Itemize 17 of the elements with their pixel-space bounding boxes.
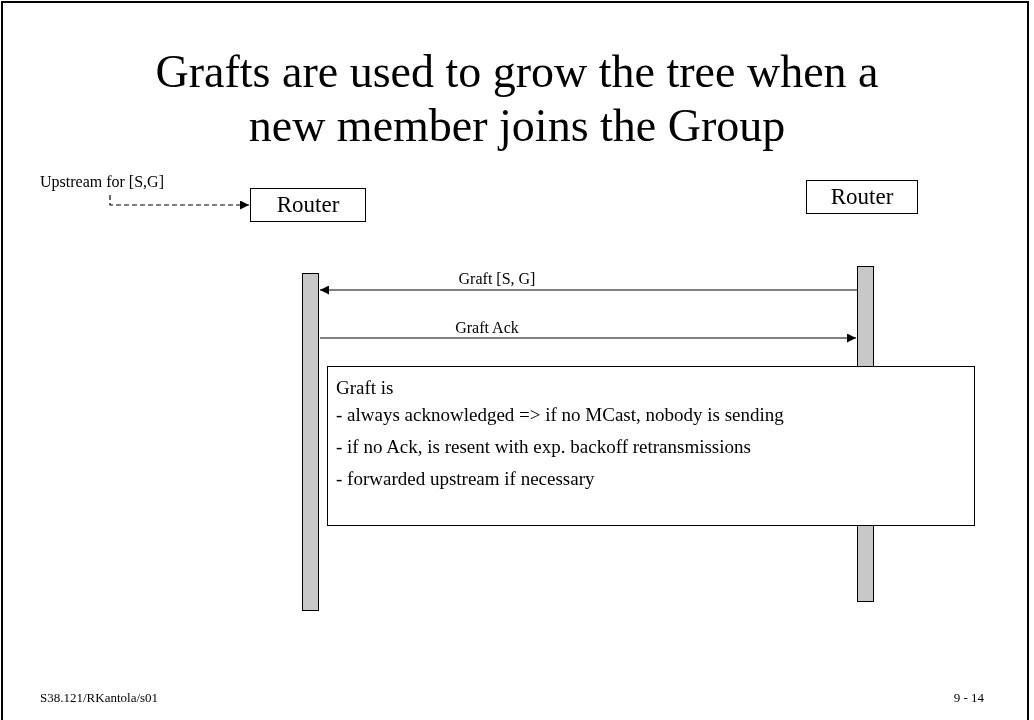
note-bullet: - always acknowledged => if no MCast, nobody is sending <box>336 403 785 427</box>
edge-label: Graft [S, G] <box>458 270 536 287</box>
upstream-label: Upstream for [S,G] <box>40 170 190 194</box>
slide-title: Grafts are used to grow the tree when a new member joins the Group <box>154 45 880 153</box>
dashed-arrow <box>109 194 250 210</box>
note-heading: Graft is <box>336 377 395 399</box>
footer-text: S38.121/RKantola/s01 <box>40 690 159 706</box>
page-number: 9 - 14 <box>953 690 984 706</box>
router-box: Router <box>250 188 366 222</box>
arrow <box>319 285 858 295</box>
arrow <box>319 333 857 343</box>
lifeline-bar <box>302 273 319 611</box>
router-box: Router <box>806 180 918 214</box>
edge-label: Graft Ack <box>455 319 519 336</box>
note-bullet: - forwarded upstream if necessary <box>336 467 596 491</box>
note-bullet: - if no Ack, is resent with exp. backoff retransmissions <box>336 435 752 459</box>
note-tooltip <box>327 366 975 526</box>
